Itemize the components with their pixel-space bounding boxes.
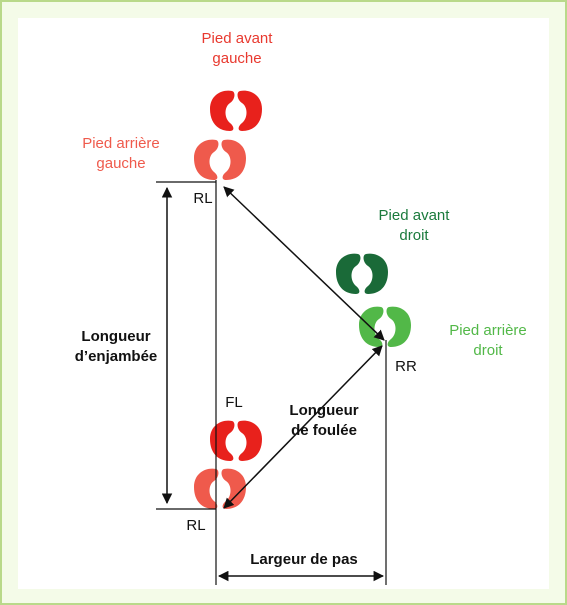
- hind-right-label: Pied arrière droit: [449, 322, 527, 359]
- front-left-label: Pied avant gauche: [201, 30, 273, 67]
- front-left-paw-bottom: [210, 420, 262, 461]
- front-left-paw-top: [210, 90, 262, 131]
- front-right-label: Pied avant droit: [378, 207, 450, 244]
- rl-bottom-label: RL: [186, 517, 206, 534]
- rr-label: RR: [395, 358, 417, 375]
- front-right-paw: [336, 253, 388, 294]
- foulee-label: Longueur de foulée: [289, 402, 359, 439]
- largeur-label: Largeur de pas: [250, 551, 358, 568]
- hind-left-paw-bottom: [194, 468, 246, 509]
- hind-left-paw-top: [194, 139, 246, 180]
- rl-top-label: RL: [193, 190, 213, 207]
- enjambee-label: Longueur d’enjambée: [68, 327, 164, 367]
- fl-label: FL: [225, 394, 243, 411]
- hind-left-label: Pied arrière gauche: [82, 135, 160, 172]
- diagonal-arrow: [223, 186, 385, 341]
- foulee-arrow: [223, 345, 383, 509]
- hind-right-paw: [359, 306, 411, 347]
